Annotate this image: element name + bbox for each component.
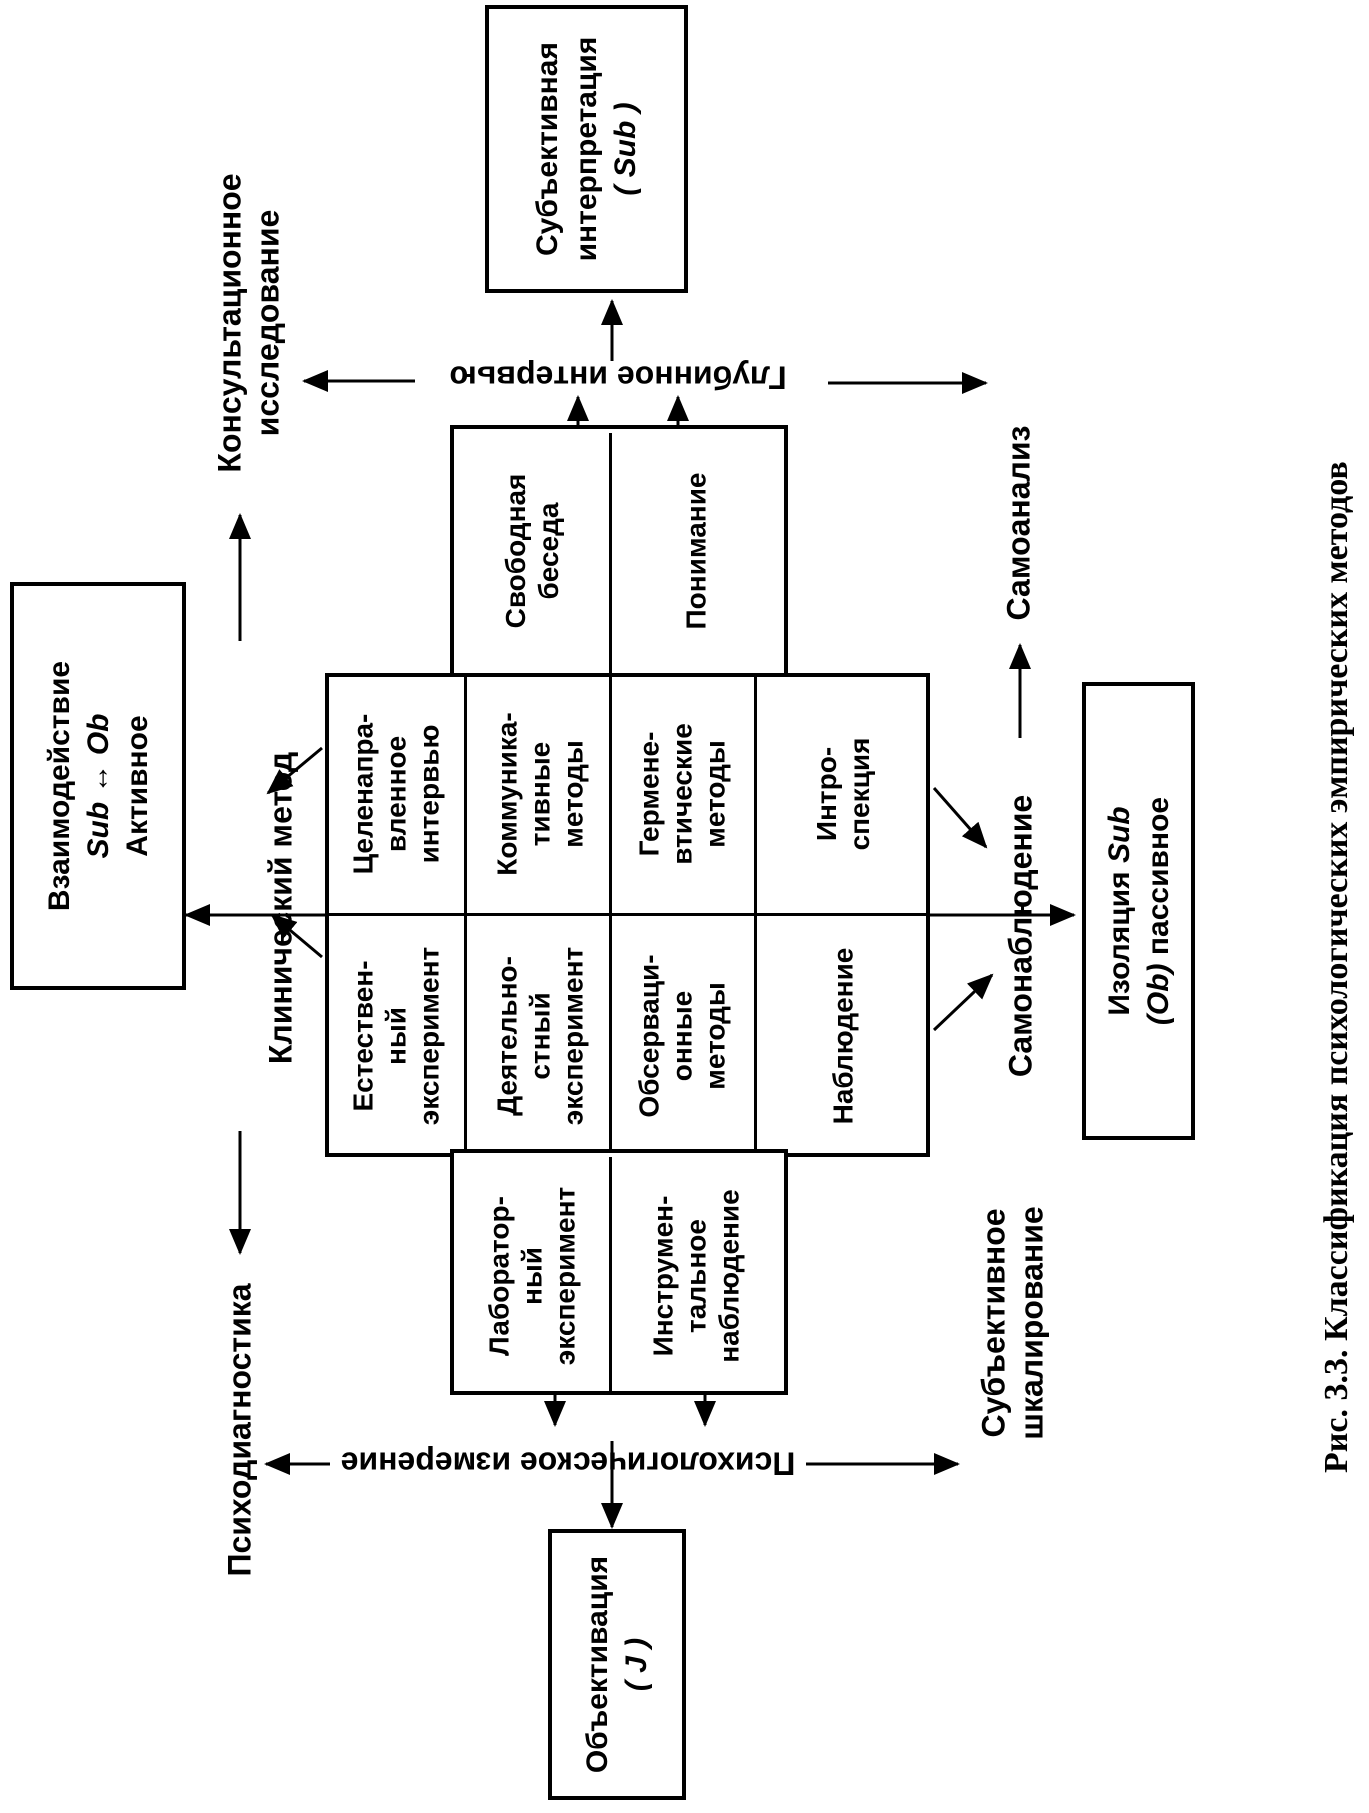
cell-laboratory-experiment: Лаборатор- ный эксперимент [482,1187,581,1365]
cell-activity-experiment-l1: Деятельно- [491,956,523,1116]
box-interaction-line1: Взаимодействие [42,660,76,912]
box-subj-interp-line1: Субъективная [531,42,564,256]
cell-laboratory-experiment-l1: Лаборатор- [483,1196,515,1356]
cell-natural-experiment-l2: ный [380,1006,412,1066]
cell-communicative-methods-l1: Коммуника- [491,712,523,876]
box-subjective-interpretation: Субъективная интерпретация ( Sub ) [485,5,688,293]
cell-instrumental-observation-l1: Инструмен- [647,1195,679,1357]
cell-instrumental-observation-l3: наблюдение [713,1189,745,1363]
label-subjective-scaling: Субъективное шкалирование [975,1206,1051,1439]
cell-targeted-interview-l3: интервью [413,724,445,864]
cell-observational-methods-l3: методы [699,982,731,1090]
box-isolation-line2: (Ob) пассивное [1139,797,1178,1025]
cell-hermeneutic-methods-l3: методы [699,740,731,848]
cell-observational-methods-l2: онные [666,990,698,1082]
label-subjective-scaling-l1: Субъективное [975,1208,1012,1438]
cell-hermeneutic-methods-l1: Гермене- [633,731,665,857]
box-isolation-line2-text: пассивное [1141,796,1175,956]
right-wing-divider [609,433,612,673]
box-interaction-line2: Sub ↔ Ob [81,713,115,859]
box-interaction-line3: Активное [120,715,154,857]
cell-targeted-interview-l1: Целенапра- [347,713,379,875]
box-isolation: Изоляция Sub (Ob) пассивное [1082,682,1195,1140]
cell-natural-experiment-l3: эксперимент [413,946,445,1126]
figure-caption: Рис. 3.3. Классификация психологических … [1318,461,1355,1473]
box-isolation-line1: Изоляция Sub [1100,806,1139,1015]
cell-communicative-methods-l2: тивные [524,741,556,847]
cell-laboratory-experiment-l3: эксперимент [549,1186,581,1366]
cell-free-conversation: Свободная беседа [499,474,565,629]
box-objectification-line1: Объективация [581,1555,614,1774]
cell-activity-experiment: Деятельно- стный эксперимент [490,947,589,1125]
cell-introspection: Интро- спекция [810,738,876,851]
cell-observation-l1: Наблюдение [827,947,859,1125]
left-wing-divider [609,1157,612,1391]
cell-observational-methods-l1: Обсерваци- [633,954,665,1118]
label-self-analysis: Самоанализ [1000,425,1037,621]
cell-understanding: Понимание [679,473,712,630]
cell-natural-experiment: Естествен- ный эксперимент [346,947,445,1125]
cell-hermeneutic-methods: Гермене- втические методы [632,723,731,865]
box-objectification: Объективация ( J ) [548,1529,686,1800]
cell-targeted-interview-l2: вленное [380,735,412,853]
label-psychodiagnostics: Психодиагностика [221,1283,258,1577]
central-table-row-divider-1 [464,677,467,1153]
label-deep-interview: Глубинное интервью [449,359,787,396]
cell-introspection-l2: спекция [844,737,875,851]
label-consulting-research-l2: исследование [249,209,285,437]
cell-free-conversation-l1: Свободная [499,473,531,629]
label-subjective-scaling-l2: шкалирование [1013,1206,1049,1440]
cell-hermeneutic-methods-l2: втические [666,723,698,865]
cell-instrumental-observation: Инструмен- тальное наблюдение [646,1189,745,1362]
cell-laboratory-experiment-l2: ный [516,1246,548,1306]
box-objectification-line2: ( J ) [620,1637,653,1692]
cell-communicative-methods-l3: методы [557,740,589,848]
box-subj-interp-line3: ( Sub ) [609,102,642,196]
label-clinical-method: Клинический метод [262,751,299,1065]
box-interaction: Взаимодействие Sub ↔ Ob Активное [10,582,186,990]
cell-natural-experiment-l1: Естествен- [347,960,379,1112]
label-psychological-measurement: Психологическое измерение [340,1445,796,1482]
box-isolation-line1-text: Изоляция [1102,871,1136,1016]
box-isolation-line1-sub: Sub [1102,806,1136,864]
label-self-observation: Самонаблюдение [1002,794,1039,1078]
box-subj-interp-line2: интерпретация [570,36,603,262]
cell-activity-experiment-l3: эксперимент [557,946,589,1126]
cell-introspection-l1: Интро- [810,746,842,842]
central-table-row-divider-2 [609,677,612,1153]
cell-instrumental-observation-l2: тальное [680,1219,712,1333]
cell-activity-experiment-l2: стный [524,992,556,1080]
cell-observation: Наблюдение [826,948,859,1125]
central-table-column-divider [329,913,926,916]
cell-targeted-interview: Целенапра- вленное интервью [346,714,445,875]
central-table-row-divider-3 [754,677,757,1153]
cell-communicative-methods: Коммуника- тивные методы [490,712,589,876]
label-consulting-research-l1: Консультационное [211,173,248,473]
box-isolation-line2-ob: (Ob) [1141,963,1175,1026]
cell-understanding-l1: Понимание [680,472,712,630]
cell-observational-methods: Обсерваци- онные методы [632,954,731,1117]
label-consulting-research: Консультационное исследование [211,173,287,472]
cell-free-conversation-l2: беседа [533,502,564,600]
